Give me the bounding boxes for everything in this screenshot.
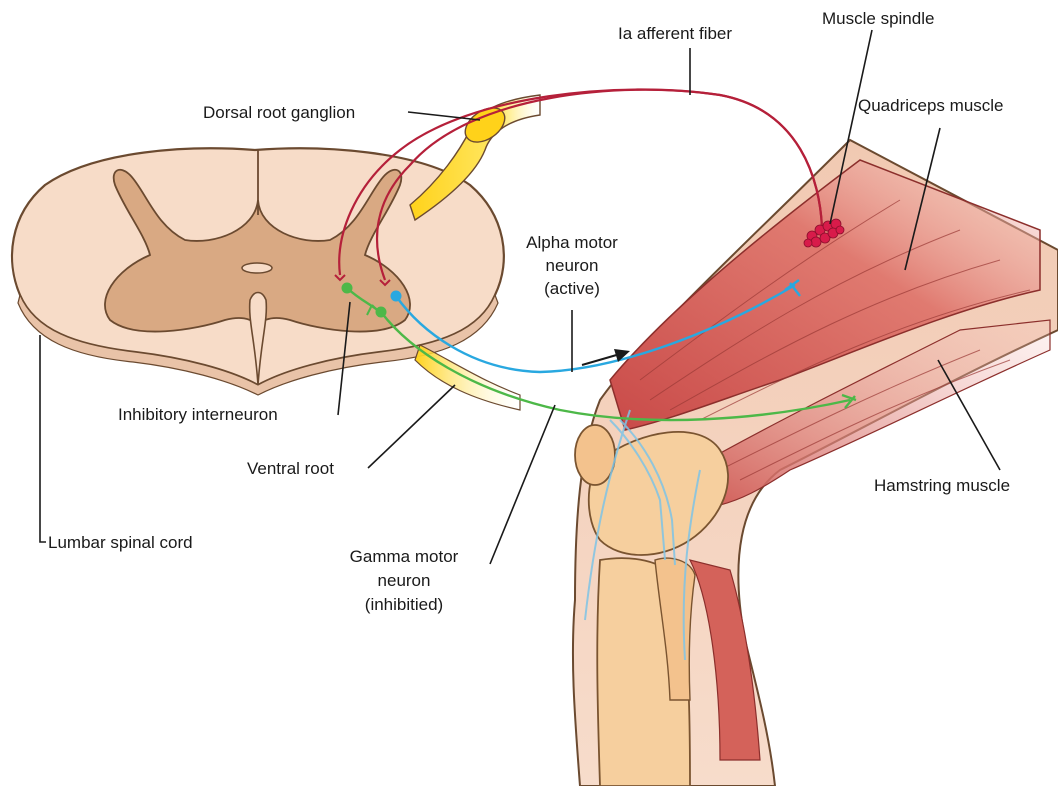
ia-afferent-fiber: [334, 88, 824, 287]
label-alpha-motor-line3: (active): [544, 279, 600, 298]
label-quadriceps-muscle: Quadriceps muscle: [858, 96, 1004, 115]
label-alpha-motor-line1: Alpha motor: [526, 233, 618, 252]
quadriceps-muscle: [609, 159, 1041, 431]
label-gamma-motor-line2: neuron: [378, 571, 431, 590]
label-muscle-spindle: Muscle spindle: [822, 9, 934, 28]
muscle-spindle: [803, 218, 845, 248]
label-ventral-root: Ventral root: [247, 459, 334, 478]
central-canal: [241, 262, 273, 274]
label-ia-afferent-fiber: Ia afferent fiber: [618, 24, 732, 43]
label-inhibitory-interneuron: Inhibitory interneuron: [118, 405, 278, 424]
label-dorsal-root-ganglion: Dorsal root ganglion: [203, 103, 355, 122]
patella-bone: [574, 424, 616, 486]
muscle-fibers: [639, 199, 1031, 481]
tendons: [584, 409, 701, 661]
label-alpha-motor-line2: neuron: [546, 256, 599, 275]
label-gamma-motor-line1: Gamma motor: [350, 547, 459, 566]
direction-arrow: [581, 349, 630, 366]
label-lumbar-spinal-cord: Lumbar spinal cord: [48, 533, 193, 552]
hamstring-muscle: [689, 319, 1051, 506]
leader-lines: [39, 29, 1001, 565]
cord-rim: [17, 293, 499, 396]
spinal-cord: [10, 147, 505, 396]
label-hamstring-muscle: Hamstring muscle: [874, 476, 1010, 495]
alpha-motor-fiber: [395, 279, 801, 374]
alpha-motor-soma: [390, 290, 402, 302]
label-gamma-motor-line3: (inhibitied): [365, 595, 443, 614]
interneuron-synapse: [366, 304, 381, 316]
calf-muscle: [688, 559, 761, 761]
gamma-motor-soma: [375, 306, 387, 318]
inhibitory-interneuron-soma: [341, 282, 353, 294]
anterior-median-fissure: [248, 291, 268, 386]
labels: Ia afferent fiber Muscle spindle Dorsal …: [48, 9, 1010, 614]
leg-illustration: [571, 138, 1058, 787]
dorsal-root-ganglion: [464, 107, 506, 143]
dorsal-root: [409, 94, 541, 222]
